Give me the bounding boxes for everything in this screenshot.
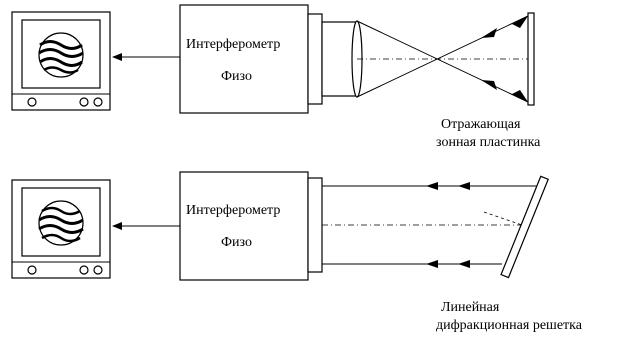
top-fringe-pattern-icon — [38, 32, 84, 78]
bottom-beam-upper-arrow-out — [458, 182, 470, 190]
bottom-output-port — [307, 177, 323, 273]
top-zone-plate — [527, 12, 535, 106]
bottom-grating-normal — [483, 211, 523, 226]
top-ray-arrow-upper-tip — [512, 16, 528, 28]
bottom-setup: Интерферометр Физо Линейная дифракционна… — [11, 171, 583, 333]
bottom-monitor-knob-mid — [79, 265, 89, 275]
bottom-interferometer-box — [179, 171, 309, 281]
top-monitor-knob-right — [93, 97, 103, 107]
top-element-label-line2: зонная пластинка — [436, 135, 541, 150]
bottom-beam-lower-arrow-in — [426, 260, 438, 268]
top-ray-arrow-upper — [481, 28, 497, 38]
top-ray-lower — [356, 15, 529, 98]
top-output-tube — [321, 21, 357, 97]
bottom-element-label-line2: дифракционная решетка — [436, 318, 583, 333]
top-ray-arrow-lower-tip — [512, 90, 528, 102]
top-monitor-knob-left — [27, 97, 37, 107]
bottom-element-label-line1: Линейная — [441, 300, 500, 315]
top-interferometer-label-line1: Интерферометр — [186, 37, 280, 52]
top-ray-arrow-lower — [481, 80, 497, 90]
bottom-beam-upper-arrow-in — [426, 182, 438, 190]
top-ray-upper — [356, 20, 529, 103]
top-output-port — [307, 13, 323, 105]
bottom-monitor-knob-left — [27, 265, 37, 275]
top-monitor-knob-mid — [79, 97, 89, 107]
top-interferometer-label-line2: Физо — [221, 69, 252, 84]
bottom-diffraction-grating — [500, 175, 549, 279]
bottom-fringe-pattern-icon — [38, 200, 84, 246]
bottom-interferometer-label-line1: Интерферометр — [186, 203, 280, 218]
top-interferometer-box — [179, 4, 309, 114]
top-setup: Интерферометр Физо Отражающая зонная пла… — [11, 4, 541, 150]
top-monitor — [11, 11, 111, 111]
bottom-monitor — [11, 179, 111, 279]
bottom-beam-lower-arrow-out — [458, 260, 470, 268]
bottom-interferometer-label-line2: Физо — [221, 235, 252, 250]
bottom-monitor-knob-right — [93, 265, 103, 275]
top-element-label-line1: Отражающая — [441, 117, 521, 132]
